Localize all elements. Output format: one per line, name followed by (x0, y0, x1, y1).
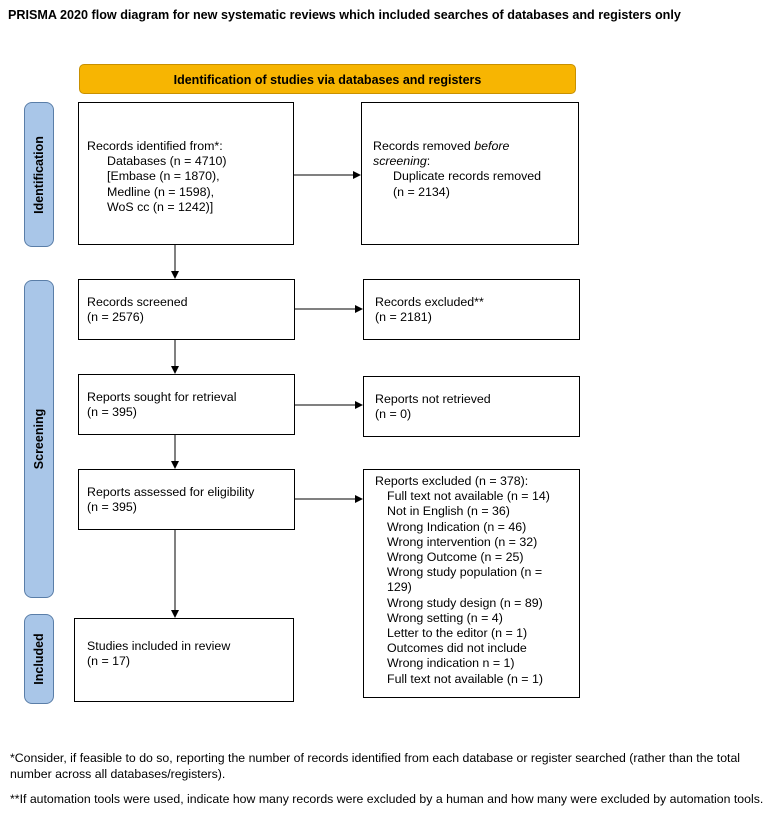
section-screening: Screening (24, 280, 54, 598)
records-excluded-box: Records excluded** (n = 2181) (363, 279, 580, 340)
records-screened-n: (n = 2576) (87, 310, 144, 325)
reports-excluded-box: Reports excluded (n = 378): Full text no… (363, 469, 580, 698)
section-identification: Identification (24, 102, 54, 247)
reports-excluded-reason: Wrong study population (n = (387, 565, 543, 580)
records-removed-duplicates-n: (n = 2134) (393, 184, 450, 199)
reports-excluded-reason: Wrong Indication (n = 46) (387, 519, 527, 534)
reports-sought-box: Reports sought for retrieval (n = 395) (78, 374, 295, 435)
records-excluded-label: Records excluded** (375, 295, 484, 309)
reports-excluded-reason: Wrong Outcome (n = 25) (387, 550, 524, 565)
section-included: Included (24, 614, 54, 704)
reports-excluded-reason: Letter to the editor (n = 1) (387, 626, 528, 641)
studies-included-n: (n = 17) (87, 654, 131, 669)
records-identified-heading: Records identified from*: (87, 139, 223, 153)
reports-excluded-reason: Full text not available (n = 14) (387, 489, 550, 504)
reports-not-retrieved-n: (n = 0) (375, 407, 412, 422)
reports-not-retrieved-box: Reports not retrieved (n = 0) (363, 376, 580, 437)
reports-excluded-reason: Wrong study design (n = 89) (387, 595, 543, 610)
records-identified-databases: Databases (n = 4710) (107, 154, 227, 169)
reports-excluded-reason: Wrong setting (n = 4) (387, 610, 503, 625)
reports-sought-n: (n = 395) (87, 405, 137, 420)
reports-excluded-reason: Full text not available (n = 1) (387, 671, 543, 686)
reports-excluded-reason: Outcomes did not include (387, 641, 527, 656)
records-identified-wos: WoS cc (n = 1242)] (107, 199, 214, 214)
reports-not-retrieved-label: Reports not retrieved (375, 392, 491, 406)
records-removed-heading-colon: : (426, 154, 431, 169)
records-screened-box: Records screened (n = 2576) (78, 279, 295, 340)
records-removed-heading: Records removed (373, 139, 475, 153)
records-screened-label: Records screened (87, 295, 188, 309)
records-removed-heading-line2: screening (373, 154, 427, 169)
records-identified-embase: [Embase (n = 1870), (107, 169, 220, 184)
reports-assessed-n: (n = 395) (87, 500, 137, 515)
reports-sought-label: Reports sought for retrieval (87, 390, 237, 404)
studies-included-label: Studies included in review (87, 639, 231, 653)
reports-excluded-heading: Reports excluded (n = 378): (375, 474, 529, 488)
records-identified-medline: Medline (n = 1598), (107, 184, 215, 199)
reports-assessed-label: Reports assessed for eligibility (87, 485, 255, 499)
reports-excluded-reason: 129) (387, 580, 412, 595)
reports-assessed-box: Reports assessed for eligibility (n = 39… (78, 469, 295, 530)
records-removed-duplicates: Duplicate records removed (393, 169, 542, 184)
identification-banner: Identification of studies via databases … (79, 64, 576, 94)
reports-excluded-reason: Wrong intervention (n = 32) (387, 534, 538, 549)
studies-included-box: Studies included in review (n = 17) (74, 618, 294, 702)
records-removed-box: Records removed before screening: Duplic… (361, 102, 579, 245)
reports-excluded-reason: Not in English (n = 36) (387, 504, 510, 519)
page-title: PRISMA 2020 flow diagram for new systema… (8, 8, 681, 22)
footnote-1: *Consider, if feasible to do so, reporti… (10, 751, 741, 781)
records-identified-box: Records identified from*: Databases (n =… (78, 102, 294, 245)
footnote-2: **If automation tools were used, indicat… (10, 792, 764, 806)
reports-excluded-reason: Wrong indication n = 1) (387, 656, 515, 671)
records-excluded-n: (n = 2181) (375, 310, 432, 325)
records-removed-heading-emph: before (474, 139, 510, 153)
